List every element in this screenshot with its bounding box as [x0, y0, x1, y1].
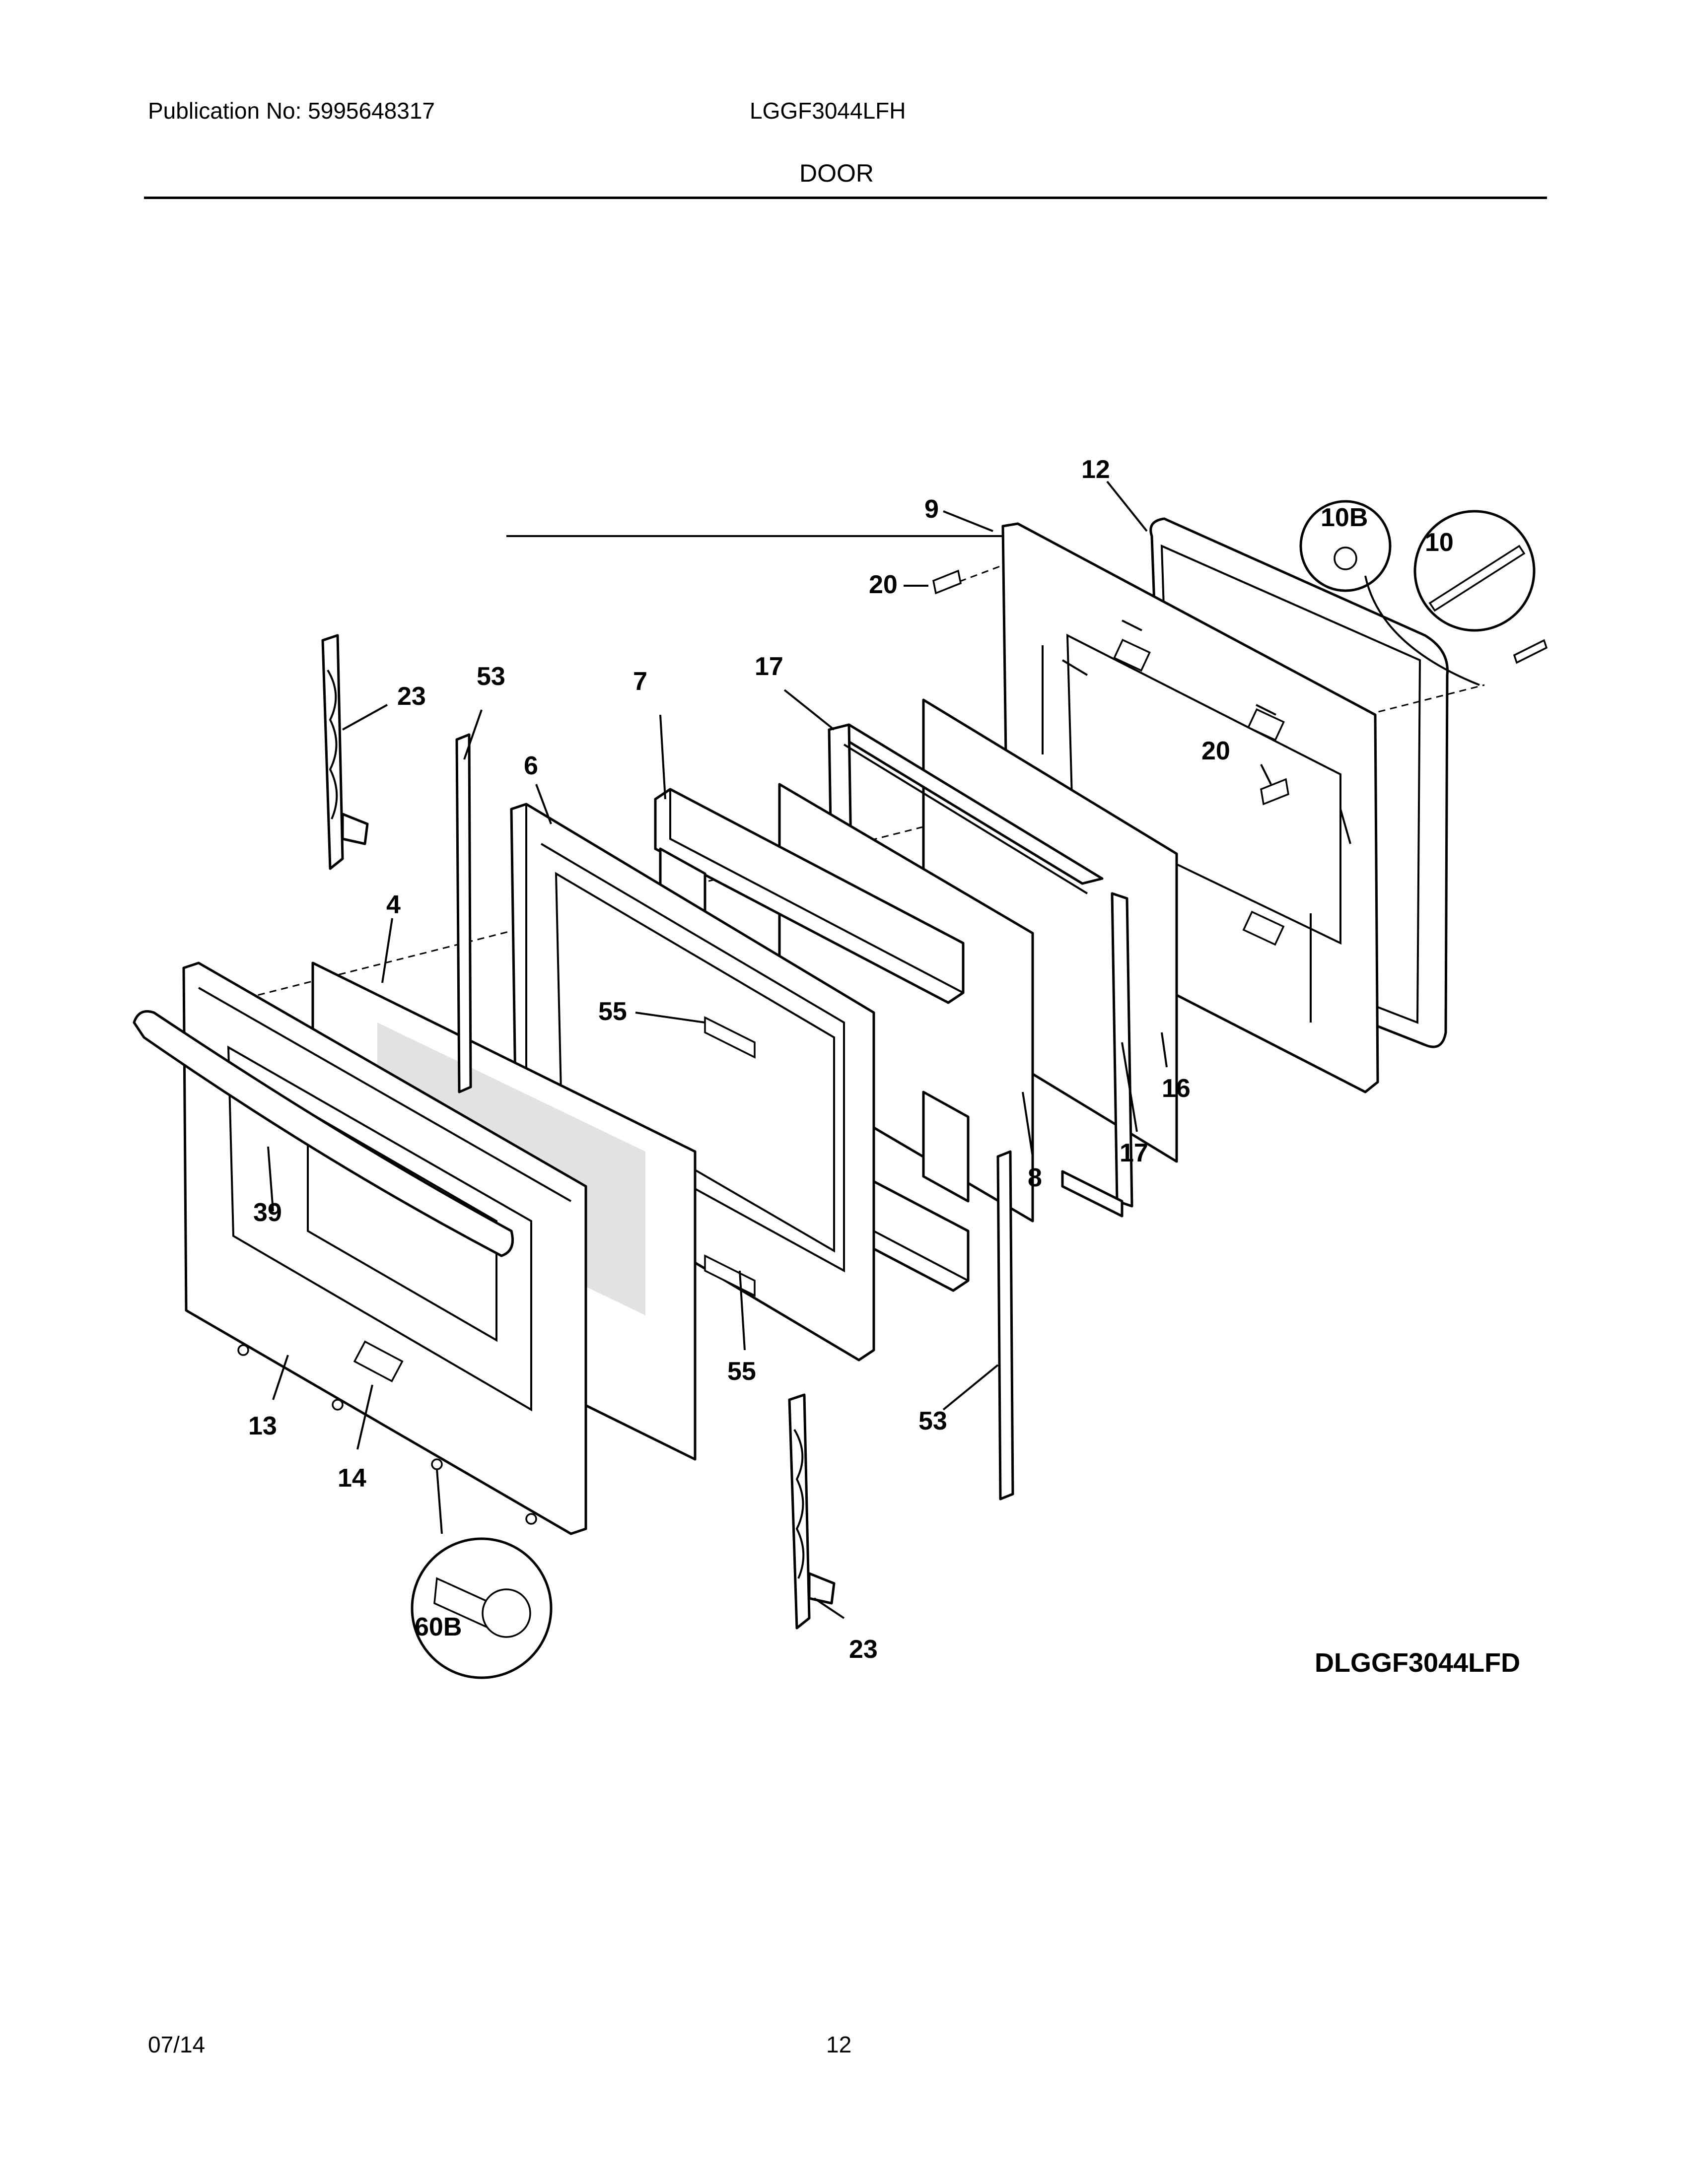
callout-23-bottom: 23 — [849, 1635, 878, 1664]
part-23-hinge-bottom — [788, 1393, 836, 1630]
callout-39: 39 — [253, 1198, 282, 1227]
part-20-bracket-a — [932, 569, 962, 595]
part-39-handle — [133, 1010, 514, 1257]
callout-13: 13 — [248, 1412, 277, 1440]
callout-12: 12 — [1081, 455, 1110, 484]
part-14-screws — [237, 1344, 537, 1525]
part-10-screw-detail — [1413, 510, 1536, 632]
callout-10b: 10B — [1321, 503, 1368, 532]
footer-page-number: 12 — [826, 2032, 852, 2057]
part-53-side-trim-left — [455, 733, 472, 1093]
callout-17-top: 17 — [755, 652, 783, 681]
callout-23-top: 23 — [397, 682, 426, 711]
leader-lines — [267, 480, 1480, 1619]
callout-17-bottom: 17 — [1120, 1139, 1148, 1167]
part-23-hinge-top — [321, 634, 369, 870]
part-20-bracket-b — [1260, 778, 1289, 806]
callout-53-bottom: 53 — [918, 1407, 947, 1435]
callout-4: 4 — [386, 890, 401, 919]
callout-8: 8 — [1028, 1163, 1042, 1192]
callout-20-right: 20 — [1201, 737, 1230, 765]
part-55-bracket-b — [704, 1254, 756, 1297]
callout-20-top: 20 — [869, 570, 898, 599]
section-title: DOOR — [799, 159, 874, 187]
part-60b-screw-detail — [411, 1537, 553, 1679]
model-number: LGGF3044LFH — [750, 98, 906, 124]
callout-14: 14 — [338, 1464, 366, 1493]
publication-number: Publication No: 5995648317 — [148, 98, 435, 124]
callout-53-top: 53 — [477, 662, 505, 691]
callout-6: 6 — [524, 751, 538, 780]
callout-10: 10 — [1425, 528, 1454, 557]
callout-7: 7 — [633, 667, 647, 696]
callout-16: 16 — [1162, 1074, 1191, 1103]
callout-60b: 60B — [415, 1613, 462, 1641]
header-divider — [144, 197, 1547, 199]
diagram-code: DLGGF3044LFD — [1315, 1648, 1520, 1678]
part-55-bracket-a — [704, 1016, 756, 1059]
callout-55-bottom: 55 — [727, 1357, 756, 1386]
footer-date: 07/14 — [148, 2032, 206, 2057]
assembly-axis-upper — [948, 555, 1028, 587]
callout-55-top: 55 — [598, 997, 627, 1026]
part-53-side-trim-right — [996, 1150, 1014, 1501]
callout-9: 9 — [924, 495, 939, 524]
part-10-screw — [1513, 639, 1548, 664]
part-10b-washer-detail — [1299, 500, 1392, 592]
